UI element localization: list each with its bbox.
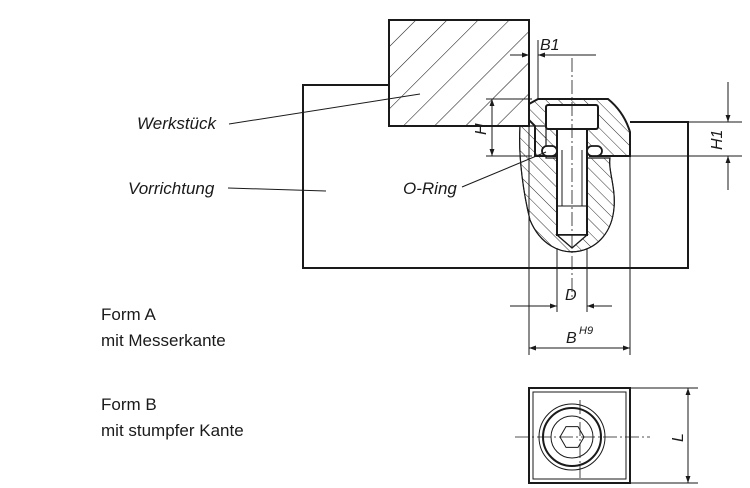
label-oring: O-Ring <box>403 179 457 198</box>
extension-lines <box>486 40 742 355</box>
label-d: D <box>565 287 577 304</box>
workpiece-block <box>388 19 530 127</box>
top-view <box>515 387 650 484</box>
leader-fixture <box>227 187 327 192</box>
label-l: L <box>670 433 687 442</box>
o-ring <box>541 145 603 157</box>
label-fixture: Vorrichtung <box>128 179 215 198</box>
label-h: H <box>473 123 490 135</box>
label-b: B <box>566 330 577 347</box>
label-workpiece: Werkstück <box>137 114 218 133</box>
label-b1: B1 <box>540 37 560 54</box>
dimension-l <box>630 387 698 484</box>
label-h1: H1 <box>709 130 726 150</box>
label-b-tolerance: H9 <box>579 325 593 337</box>
leader-workpiece <box>228 93 421 125</box>
form-b-description: mit stumpfer Kante <box>101 421 244 440</box>
form-a-description: mit Messerkante <box>101 331 226 350</box>
form-b-title: Form B <box>101 395 157 414</box>
form-a-title: Form A <box>101 305 156 324</box>
leader-oring <box>461 151 547 188</box>
